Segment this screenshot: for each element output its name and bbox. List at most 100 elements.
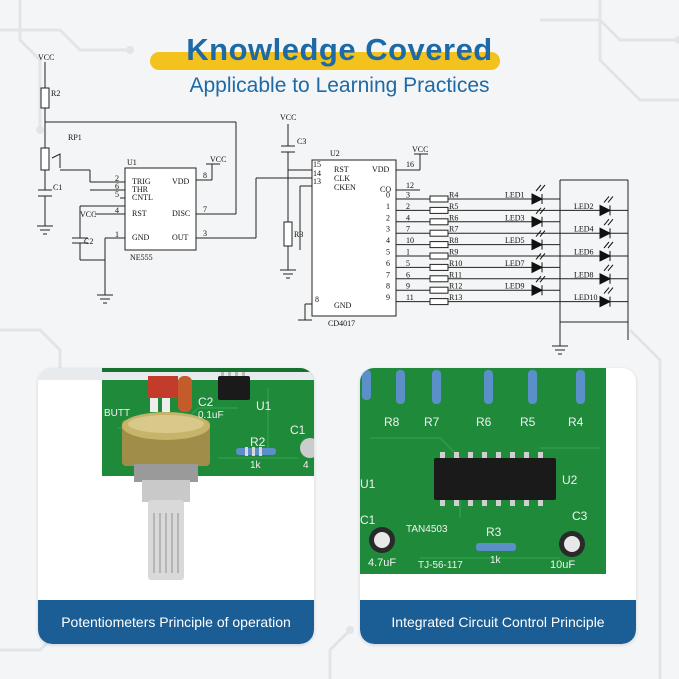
title-highlight <box>150 52 500 70</box>
output-resistor <box>429 286 449 294</box>
output-resistor <box>429 229 449 237</box>
u1-pin-vdd: VDD <box>172 177 190 186</box>
u2-output-pin: 1 <box>406 248 410 257</box>
u2-output-label: 1 <box>386 202 390 211</box>
vcc-label-2: VCC <box>80 210 96 219</box>
pcb1-label-cap-value: 0.1uF <box>198 410 224 421</box>
pcb1-label-c2: C2 <box>198 395 214 409</box>
pcb2-label-r4: R4 <box>568 415 584 429</box>
u2-output-pin: 2 <box>406 202 410 211</box>
led-label: LED4 <box>574 225 594 234</box>
ic-pin <box>440 452 445 458</box>
u1-pin-trig: TRIG <box>132 177 151 186</box>
output-resistor <box>429 206 449 214</box>
u1-num-3: 3 <box>203 229 207 238</box>
led-diode-icon <box>531 215 544 228</box>
u2-output-label: 9 <box>386 293 390 302</box>
u1-num-2: 2 <box>115 174 119 183</box>
output-resistor <box>429 263 449 271</box>
ic-pin <box>454 500 459 506</box>
pcb1-label-c1: C1 <box>290 423 306 437</box>
light-emission-icon <box>535 207 546 215</box>
pcb1-label-1k: 1k <box>250 460 262 471</box>
light-emission-icon <box>603 196 614 203</box>
ne555-label: NE555 <box>130 253 153 262</box>
u1-pin-disc: DISC <box>172 209 190 218</box>
ic-pin <box>496 452 501 458</box>
light-emission-icon <box>603 218 614 226</box>
vcc-label-3: VCC <box>210 155 226 164</box>
resistor-label: R10 <box>449 259 462 268</box>
c1-label: C1 <box>53 183 62 192</box>
u2-output-label: 5 <box>386 248 390 257</box>
pcb1-label-u1: U1 <box>256 399 272 413</box>
led-label: LED1 <box>505 191 525 200</box>
led-diode-icon <box>599 250 612 262</box>
u2-output-pin: 10 <box>406 236 414 245</box>
led-label: LED3 <box>505 213 525 222</box>
rp1-label: RP1 <box>68 133 82 142</box>
resistor-label: R6 <box>449 213 458 222</box>
u2-output-pin: 4 <box>406 213 410 222</box>
vcc-label-1: VCC <box>38 53 54 62</box>
u2-output-label: 6 <box>386 259 390 268</box>
led-diode-icon <box>599 272 612 285</box>
pcb2-label-c3: C3 <box>572 509 588 523</box>
potentiometer-card: BUTT C2 0.1uF U1 R2 1k C1 4 Potentiomete… <box>38 368 314 644</box>
light-emission-icon <box>603 241 614 249</box>
u1-pin-out: OUT <box>172 233 189 242</box>
led-label: LED8 <box>574 270 594 279</box>
led-diode-icon <box>531 238 544 251</box>
ic-pin <box>510 500 515 506</box>
vcc-label-5: VCC <box>412 145 428 154</box>
output-resistor <box>429 218 449 226</box>
pcb1-label-4: 4 <box>303 460 309 471</box>
u2-num-8: 8 <box>315 295 319 304</box>
output-resistor <box>429 275 449 283</box>
integrated-circuit-pcb-image: R8 R7 R6 R5 R4 U1 U2 C1 TAN4503 R3 1k C3… <box>360 368 606 574</box>
ic-pin <box>538 452 543 458</box>
ic-pin <box>524 452 529 458</box>
pcb2-label-tj: TJ-56-117 <box>418 560 463 571</box>
light-emission-icon <box>603 287 614 294</box>
ic-pin <box>454 452 459 458</box>
light-emission-icon <box>535 230 546 237</box>
u1-num-5: 5 <box>115 190 119 199</box>
u2-pin-co: CO <box>380 185 391 194</box>
u2-pin-vdd: VDD <box>372 165 390 174</box>
light-emission-icon <box>535 184 546 192</box>
u1-num-4: 4 <box>115 206 119 215</box>
light-emission-icon <box>535 275 546 283</box>
light-emission-icon <box>535 253 546 260</box>
resistor-label: R5 <box>449 202 458 211</box>
led-diode-icon <box>531 261 544 274</box>
pcb2-label-c1: C1 <box>360 513 376 527</box>
u2-num-13: 13 <box>313 177 321 186</box>
resistor-label: R11 <box>449 270 462 279</box>
resistor-label: R12 <box>449 282 462 291</box>
ic-pin <box>440 500 445 506</box>
ic-pin <box>496 500 501 506</box>
pcb2-label-1k: 1k <box>490 555 502 566</box>
led-diode-icon <box>599 204 612 217</box>
u2-num-15: 15 <box>313 160 321 169</box>
u2-output-pin: 9 <box>406 282 410 291</box>
u1-num-8: 8 <box>203 171 207 180</box>
u2-output-pin: 5 <box>406 259 410 268</box>
pcb2-label-r7: R7 <box>424 415 440 429</box>
u1-pin-rst: RST <box>132 209 147 218</box>
pcb1-label-butt: BUTT <box>104 408 130 419</box>
u2-label: U2 <box>330 149 340 158</box>
u2-output-label: 2 <box>386 213 390 222</box>
led-label: LED10 <box>574 293 598 302</box>
pcb2-label-u2: U2 <box>562 473 578 487</box>
resistor-label: R13 <box>449 293 462 302</box>
led-label: LED9 <box>505 282 525 291</box>
output-resistor <box>429 195 449 203</box>
integrated-circuit-card: R8 R7 R6 R5 R4 U1 U2 C1 TAN4503 R3 1k C3… <box>360 368 636 644</box>
u2-num-14: 14 <box>313 169 321 178</box>
resistor-label: R9 <box>449 248 458 257</box>
ic-pin <box>510 452 515 458</box>
vcc-label-4: VCC <box>280 113 296 122</box>
u1-num-7: 7 <box>203 205 207 214</box>
